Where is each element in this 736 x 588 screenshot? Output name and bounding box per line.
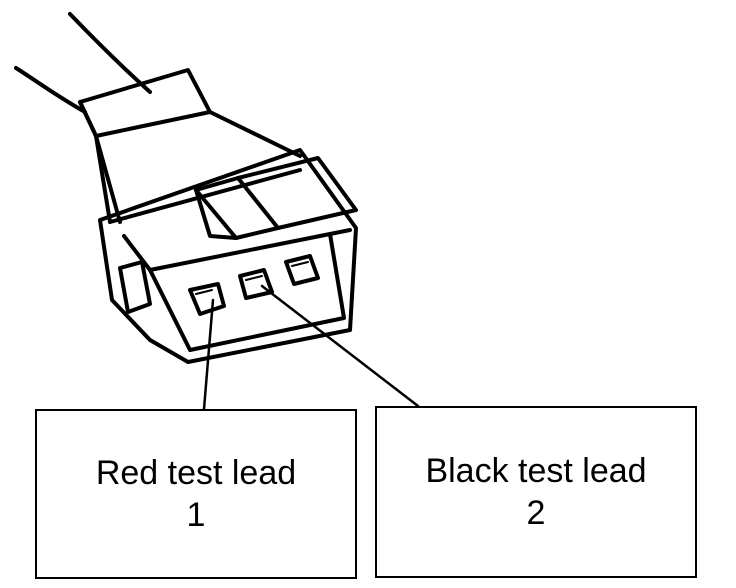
terminal-3 bbox=[284, 254, 320, 286]
leader-line-red bbox=[202, 298, 215, 411]
black-test-lead-label: Black test lead 2 bbox=[375, 406, 697, 578]
connector-side-tab bbox=[118, 260, 152, 314]
connector-boot bbox=[78, 68, 212, 138]
wire-upper bbox=[68, 12, 152, 94]
red-test-lead-number: 1 bbox=[186, 496, 206, 534]
terminal-1 bbox=[188, 282, 226, 316]
red-test-lead-text: Red test lead bbox=[95, 453, 297, 492]
red-test-lead-label: Red test lead 1 bbox=[35, 409, 357, 579]
terminal-2 bbox=[238, 268, 274, 300]
connector-boot-bottom bbox=[94, 134, 302, 224]
connector-front-face bbox=[148, 232, 346, 352]
connector-housing bbox=[98, 148, 358, 364]
wire-lower bbox=[14, 66, 87, 114]
black-test-lead-text: Black test lead bbox=[425, 451, 647, 490]
black-test-lead-number: 2 bbox=[526, 494, 546, 532]
leader-line-black bbox=[260, 284, 420, 408]
